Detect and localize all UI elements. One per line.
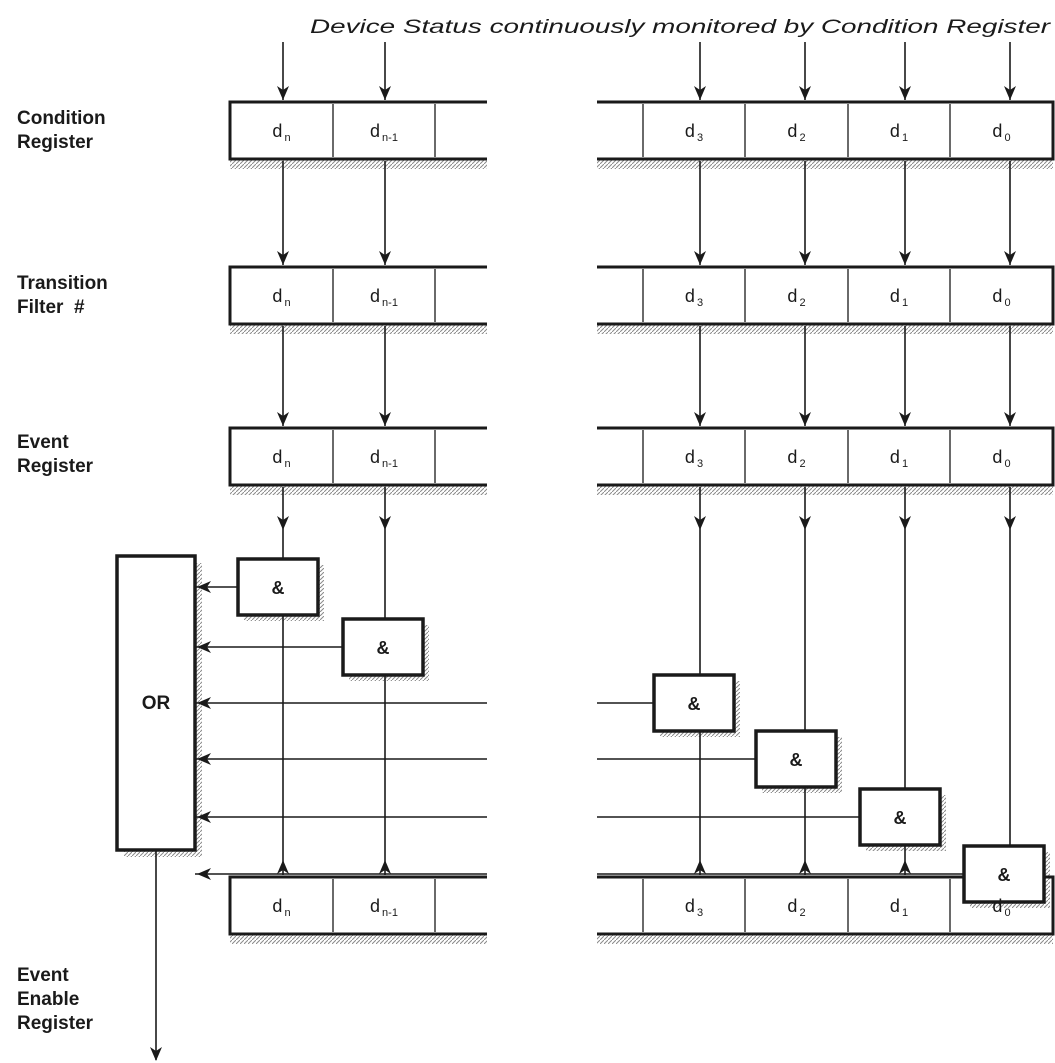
- status-input-arrow: [379, 86, 391, 100]
- condition-register-bar-right: [597, 100, 1055, 161]
- enable-to-and-arrow: [799, 860, 811, 874]
- transition-filter-label: Transition Filter #: [17, 273, 113, 318]
- event-to-and-arrow: [277, 516, 289, 530]
- event-register-bar-left: [228, 426, 487, 487]
- condition-register-bar-left: [228, 100, 487, 161]
- condition-to-filter-arrow: [799, 251, 811, 265]
- event-register-shadow-right: [597, 486, 1053, 495]
- condition-register-label: Condition Register: [17, 108, 111, 153]
- event-to-and-arrow: [1004, 516, 1016, 530]
- condition-register-shadow-left: [230, 160, 487, 169]
- status-input-arrow: [1004, 86, 1016, 100]
- transition-filter-bar-left: [228, 265, 487, 326]
- or-input-arrow: [197, 641, 211, 653]
- and-gate-label: &: [272, 578, 285, 598]
- enable-to-and-arrow: [899, 860, 911, 874]
- event-enable-register-bar-left: [228, 875, 487, 936]
- status-input-arrow: [694, 86, 706, 100]
- or-input-arrow: [197, 811, 211, 823]
- and-gate-d3: [652, 673, 736, 733]
- or-gate-label: OR: [142, 693, 171, 714]
- filter-to-event-arrow: [799, 412, 811, 426]
- status-input-arrow: [799, 86, 811, 100]
- event-register-bar-right: [597, 426, 1055, 487]
- event-enable-register-shadow-right: [597, 935, 1053, 944]
- event-enable-register-shadow-left: [230, 935, 487, 944]
- filter-to-event-arrow: [277, 412, 289, 426]
- or-output-arrow: [150, 1047, 162, 1061]
- or-input-arrow: [197, 697, 211, 709]
- filter-to-event-arrow: [1004, 412, 1016, 426]
- and-gate-d0: [962, 844, 1046, 904]
- and-gate-label: &: [790, 750, 803, 770]
- enable-to-and-arrow: [379, 860, 391, 874]
- condition-to-filter-arrow: [277, 251, 289, 265]
- transition-filter-bar-right: [597, 265, 1055, 326]
- enable-to-and-arrow: [694, 860, 706, 874]
- or-input-arrow: [197, 753, 211, 765]
- condition-to-filter-arrow: [1004, 251, 1016, 265]
- event-register-label: Event Register: [17, 432, 94, 477]
- and-gate-dn-1: [341, 617, 425, 677]
- enable-to-and-arrow: [277, 860, 289, 874]
- event-to-and-arrow: [694, 516, 706, 530]
- and-gate-label: &: [894, 808, 907, 828]
- filter-to-event-arrow: [694, 412, 706, 426]
- and-gate-label: &: [998, 865, 1011, 885]
- event-enable-register-label: Event Enable Register: [17, 965, 94, 1034]
- status-input-arrow: [277, 86, 289, 100]
- event-to-and-arrow: [379, 516, 391, 530]
- and-gate-d1: [858, 787, 942, 847]
- and-gate-label: &: [377, 638, 390, 658]
- or-input-arrow: [197, 581, 211, 593]
- event-enable-register-bar-right: [597, 875, 1055, 936]
- or-gate: [115, 554, 197, 852]
- and-gate-label: &: [688, 694, 701, 714]
- and-gate-d2: [754, 729, 838, 789]
- transition-filter-shadow-right: [597, 325, 1053, 334]
- condition-to-filter-arrow: [379, 251, 391, 265]
- condition-to-filter-arrow: [694, 251, 706, 265]
- diagram-caption: Device Status continuously monitored by …: [310, 17, 1051, 38]
- condition-register-shadow-right: [597, 160, 1053, 169]
- or-input-arrow: [197, 868, 211, 880]
- filter-to-event-arrow: [379, 412, 391, 426]
- and-gate-dn: [236, 557, 320, 617]
- event-to-and-arrow: [799, 516, 811, 530]
- status-input-arrow: [899, 86, 911, 100]
- event-to-and-arrow: [899, 516, 911, 530]
- event-register-shadow-left: [230, 486, 487, 495]
- transition-filter-shadow-left: [230, 325, 487, 334]
- filter-to-event-arrow: [899, 412, 911, 426]
- condition-to-filter-arrow: [899, 251, 911, 265]
